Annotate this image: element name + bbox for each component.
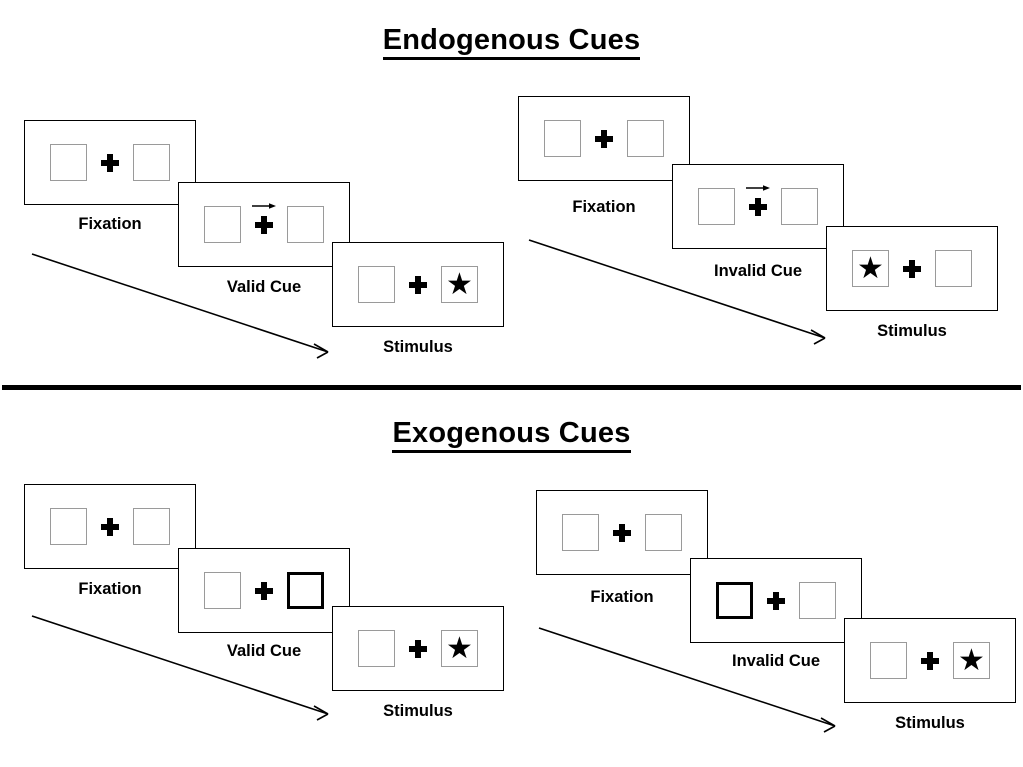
panel-exogenous-invalid-stimulus: ★ xyxy=(844,618,1016,703)
box-left-cued xyxy=(716,582,753,619)
star-icon: ★ xyxy=(446,631,473,665)
fixation-cross-wrap xyxy=(101,517,119,536)
box-right xyxy=(627,120,664,157)
panel-endogenous-valid-stimulus: ★ xyxy=(332,242,504,327)
plus-sign-icon xyxy=(767,591,785,610)
box-right: ★ xyxy=(441,630,478,667)
stage-row-endogenous-invalid-cue xyxy=(698,184,818,225)
section-title-endogenous-text: Endogenous Cues xyxy=(382,24,641,60)
caption-exogenous-valid-fixation: Fixation xyxy=(78,580,142,598)
panel-endogenous-invalid-stimulus: ★ xyxy=(826,226,998,311)
time-arrow-endogenous-invalid xyxy=(528,239,826,345)
caption-endogenous-invalid-fixation: Fixation xyxy=(572,198,636,216)
box-right xyxy=(287,206,324,243)
box-left xyxy=(562,514,599,551)
fixation-cross-wrap xyxy=(255,581,273,600)
box-right-cued xyxy=(287,572,324,609)
box-left xyxy=(358,266,395,303)
plus-sign-icon xyxy=(255,581,273,600)
box-right: ★ xyxy=(441,266,478,303)
panel-exogenous-invalid-cue xyxy=(690,558,862,643)
box-left xyxy=(358,630,395,667)
box-right xyxy=(781,188,818,225)
section-title-exogenous-text: Exogenous Cues xyxy=(392,417,631,453)
plus-sign-icon xyxy=(101,153,119,172)
fixation-cross-wrap xyxy=(409,275,427,294)
stage-row-exogenous-valid-stimulus: ★ xyxy=(358,630,478,667)
stage-row-endogenous-valid-cue xyxy=(204,202,324,243)
plus-sign-icon xyxy=(903,259,921,278)
stage-row-exogenous-invalid-fixation xyxy=(562,514,682,551)
caption-endogenous-invalid-stimulus: Stimulus xyxy=(877,322,947,340)
plus-sign-icon xyxy=(613,523,631,542)
box-right xyxy=(133,508,170,545)
caption-endogenous-valid-stimulus: Stimulus xyxy=(383,338,453,356)
panel-endogenous-invalid-fixation xyxy=(518,96,690,181)
fixation-cross-wrap xyxy=(101,153,119,172)
panel-endogenous-valid-fixation xyxy=(24,120,196,205)
caption-endogenous-invalid-cue: Invalid Cue xyxy=(713,262,803,280)
star-icon: ★ xyxy=(446,267,473,301)
star-icon: ★ xyxy=(857,251,884,285)
panel-exogenous-valid-fixation xyxy=(24,484,196,569)
plus-sign-icon xyxy=(749,197,767,216)
panel-exogenous-invalid-fixation xyxy=(536,490,708,575)
fixation-cross-wrap xyxy=(746,184,770,216)
stage-row-exogenous-valid-cue xyxy=(204,572,324,609)
caption-exogenous-invalid-fixation: Fixation xyxy=(590,588,654,606)
box-right: ★ xyxy=(953,642,990,679)
fixation-cross-wrap xyxy=(409,639,427,658)
box-left xyxy=(50,144,87,181)
plus-sign-icon xyxy=(409,639,427,658)
fixation-cross-wrap xyxy=(921,651,939,670)
box-right xyxy=(133,144,170,181)
box-left xyxy=(544,120,581,157)
stage-row-endogenous-invalid-fixation xyxy=(544,120,664,157)
plus-sign-icon xyxy=(255,215,273,234)
caption-exogenous-invalid-cue: Invalid Cue xyxy=(731,652,821,670)
box-left xyxy=(870,642,907,679)
fixation-cross-wrap xyxy=(613,523,631,542)
box-left xyxy=(698,188,735,225)
box-right xyxy=(799,582,836,619)
box-left xyxy=(50,508,87,545)
section-title-exogenous: Exogenous Cues xyxy=(0,417,1023,453)
box-left xyxy=(204,206,241,243)
box-left xyxy=(204,572,241,609)
fixation-cross-wrap xyxy=(595,129,613,148)
arrow-right-icon xyxy=(252,202,276,209)
stage-row-exogenous-valid-fixation xyxy=(50,508,170,545)
stage-row-exogenous-invalid-cue xyxy=(716,582,836,619)
box-left: ★ xyxy=(852,250,889,287)
plus-sign-icon xyxy=(921,651,939,670)
panel-exogenous-valid-cue xyxy=(178,548,350,633)
stage-row-endogenous-valid-fixation xyxy=(50,144,170,181)
stage-row-endogenous-invalid-stimulus: ★ xyxy=(852,250,972,287)
caption-endogenous-valid-fixation: Fixation xyxy=(78,215,142,233)
panel-endogenous-invalid-cue xyxy=(672,164,844,249)
plus-sign-icon xyxy=(595,129,613,148)
plus-sign-icon xyxy=(409,275,427,294)
fixation-cross-wrap xyxy=(767,591,785,610)
caption-exogenous-valid-stimulus: Stimulus xyxy=(383,702,453,720)
stage-row-endogenous-valid-stimulus: ★ xyxy=(358,266,478,303)
box-right xyxy=(645,514,682,551)
plus-sign-icon xyxy=(101,517,119,536)
caption-exogenous-invalid-stimulus: Stimulus xyxy=(895,714,965,732)
section-divider xyxy=(2,385,1021,390)
panel-endogenous-valid-cue xyxy=(178,182,350,267)
panel-exogenous-valid-stimulus: ★ xyxy=(332,606,504,691)
arrow-right-icon xyxy=(746,184,770,191)
section-title-endogenous: Endogenous Cues xyxy=(0,24,1023,60)
stage-row-exogenous-invalid-stimulus: ★ xyxy=(870,642,990,679)
fixation-cross-wrap xyxy=(903,259,921,278)
caption-exogenous-valid-cue: Valid Cue xyxy=(226,642,302,660)
caption-endogenous-valid-cue: Valid Cue xyxy=(226,278,302,296)
star-icon: ★ xyxy=(958,643,985,677)
box-right xyxy=(935,250,972,287)
fixation-cross-wrap xyxy=(252,202,276,234)
